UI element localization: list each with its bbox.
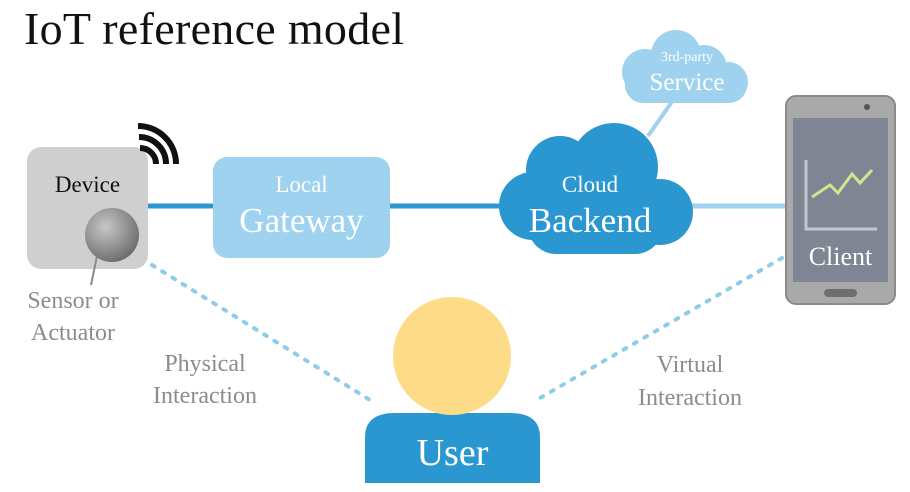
page-title: IoT reference model [24, 3, 405, 54]
wifi-icon [137, 123, 179, 165]
cloud-backend-shape [499, 123, 693, 254]
physical-interaction-line [150, 263, 372, 402]
chart-icon [804, 160, 877, 231]
virtual-label-line2: Interaction [638, 385, 742, 411]
physical-label-line1: Physical [164, 351, 246, 377]
third-party-cloud-shape [622, 30, 748, 103]
client-label: Client [808, 242, 873, 271]
phone-icon [785, 95, 896, 305]
cloud-label-line1: Cloud [561, 172, 619, 197]
sensor-icon [85, 208, 139, 262]
physical-label-line2: Interaction [153, 383, 257, 409]
user-icon [365, 297, 540, 483]
device-label: Device [54, 172, 121, 197]
virtual-label-line1: Virtual [656, 352, 724, 378]
sensor-pointer [90, 255, 98, 286]
sensor-label-line2: Actuator [31, 320, 115, 346]
user-label: User [416, 432, 489, 474]
gateway-label-line1: Local [275, 172, 328, 197]
gateway-label-line2: Gateway [239, 201, 364, 240]
virtual-interaction-line [538, 256, 784, 400]
sensor-label-line1: Sensor or [27, 288, 119, 314]
gateway-box [213, 157, 390, 258]
cloud-label-line2: Backend [528, 201, 652, 240]
third-party-label-line2: Service [649, 69, 725, 96]
third-party-label-line1: 3rd-party [660, 50, 714, 65]
